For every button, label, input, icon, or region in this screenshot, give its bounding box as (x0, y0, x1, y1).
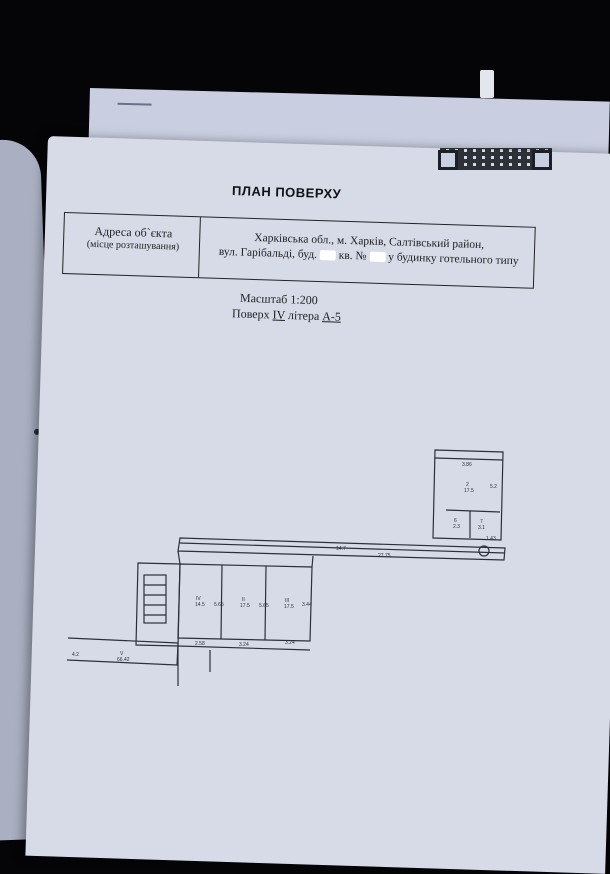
plan-dim-v3: 3.44 (302, 602, 312, 608)
plan-dim-top-width: 3.86 (462, 462, 472, 468)
plan-wall (177, 645, 311, 651)
floor-plan: 3.86 2 17.5 5.2 6 2.3 7 3.1 1.43 14.7 27… (66, 449, 506, 686)
plan-room-top: 2 (466, 482, 469, 488)
plan-stairs (143, 574, 167, 624)
plan-wall (311, 555, 314, 568)
plan-wall (177, 550, 181, 565)
plan-left-mark: 4.2 (72, 652, 79, 658)
plan-room-small-b-area: 3.1 (478, 525, 485, 531)
plan-wall (445, 509, 501, 513)
plan-wall (179, 542, 506, 554)
plan-room-ii: II (242, 597, 245, 603)
plan-dim-b1: 2.58 (195, 641, 205, 647)
plan-room-iii-area: 17.5 (284, 604, 294, 610)
plan-room-iv: IV (196, 596, 201, 602)
plan-stair-marker (478, 545, 490, 557)
plan-dim-v1: 5.65 (214, 602, 224, 608)
plan-corridor-area: 14.7 (336, 546, 346, 552)
plan-upper-room-wall (432, 449, 504, 541)
plan-room-ii-area: 17.5 (240, 603, 250, 609)
plan-dim-v2: 5.65 (259, 603, 269, 609)
qr-code-icon (440, 148, 552, 170)
plan-room-small-a-area: 2.3 (453, 524, 460, 530)
plan-dim-b2: 3.24 (239, 642, 249, 648)
plan-room-top-area: 17.5 (464, 488, 474, 494)
plan-room-small-b: 7 (480, 519, 483, 525)
plan-wall (264, 565, 267, 641)
plan-dim-b3: 3.24 (285, 640, 295, 646)
plan-room-iv-area: 14.5 (195, 602, 205, 608)
plan-wall (220, 564, 223, 640)
plan-dim-top-side: 5.2 (490, 484, 497, 490)
binder-tab (480, 70, 494, 98)
plan-corridor-wall (177, 537, 506, 561)
qr-finder-icon (438, 150, 458, 170)
plan-balcony-label: V (120, 651, 124, 657)
plan-balcony-area: 66.42 (117, 657, 130, 663)
plan-room-small-a: 6 (454, 518, 457, 524)
plan-room-row-wall (177, 563, 313, 642)
plan-wall (434, 457, 504, 461)
plan-corridor-length: 27.75 (378, 553, 391, 559)
plan-labels: 3.86 2 17.5 5.2 6 2.3 7 3.1 1.43 14.7 27… (72, 462, 497, 663)
qr-finder-icon (532, 150, 552, 170)
plan-dim-1: 1.43 (486, 536, 496, 542)
plan-room-iii: III (285, 598, 289, 604)
